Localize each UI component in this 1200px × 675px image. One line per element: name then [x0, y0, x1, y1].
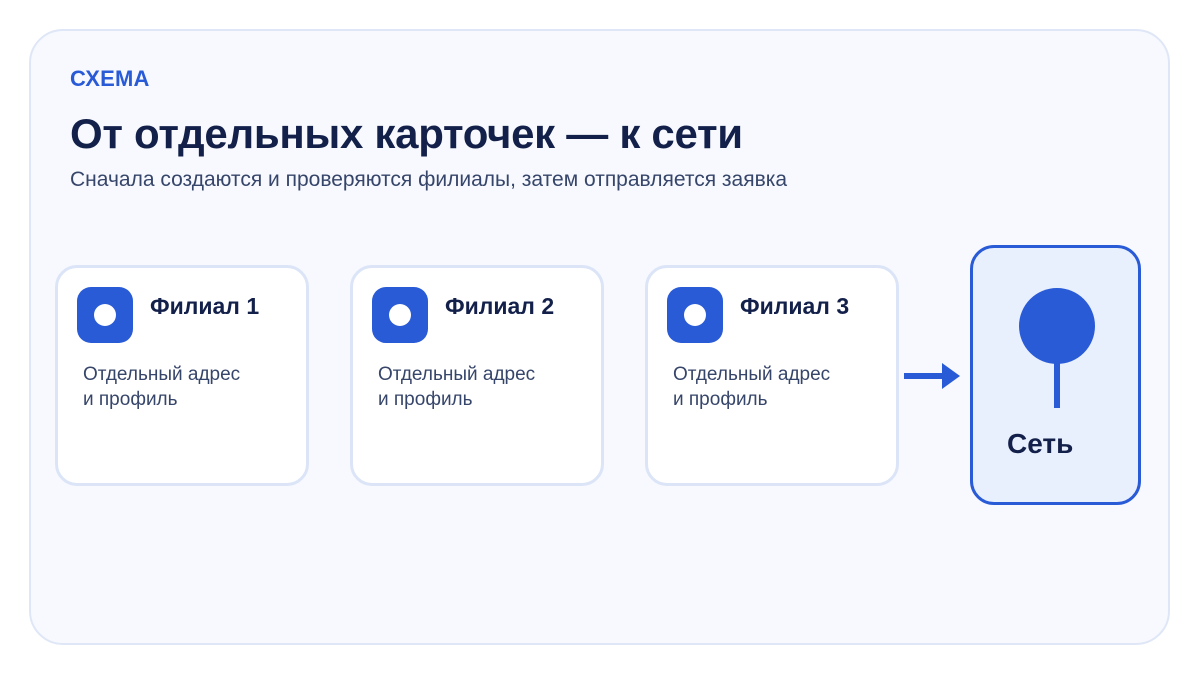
network-label: Сеть — [1007, 428, 1074, 459]
branch-description-line: и профиль — [83, 389, 178, 410]
branch-description-line: Отдельный адрес — [378, 364, 536, 385]
branch-card-3: Филиал 3 Отдельный адрес и профиль — [645, 265, 899, 486]
branch-description: Отдельный адрес и профиль — [83, 362, 293, 412]
branch-description-line: и профиль — [378, 389, 473, 410]
branch-card-1: Филиал 1 Отдельный адрес и профиль — [55, 265, 309, 486]
branch-description-line: и профиль — [673, 389, 768, 410]
branch-title: Филиал 1 — [150, 293, 260, 319]
branch-description-line: Отдельный адрес — [673, 364, 831, 385]
branch-icon — [77, 287, 133, 343]
page-title: От отдельных карточек — к сети — [70, 110, 743, 157]
branch-icon — [667, 287, 723, 343]
branch-description: Отдельный адрес и профиль — [673, 362, 883, 412]
branch-description-line: Отдельный адрес — [83, 364, 241, 385]
section-kicker: СХЕМА — [70, 66, 150, 91]
page-subtitle: Сначала создаются и проверяются филиалы,… — [70, 168, 788, 191]
branch-title: Филиал 2 — [445, 293, 555, 319]
map-pin-icon — [1019, 288, 1095, 408]
branch-icon — [372, 287, 428, 343]
branch-description: Отдельный адрес и профиль — [378, 362, 588, 412]
branch-card-2: Филиал 2 Отдельный адрес и профиль — [350, 265, 604, 486]
network-card: Сеть — [970, 245, 1141, 505]
arrow-right-icon — [904, 363, 960, 389]
branch-title: Филиал 3 — [740, 293, 850, 319]
